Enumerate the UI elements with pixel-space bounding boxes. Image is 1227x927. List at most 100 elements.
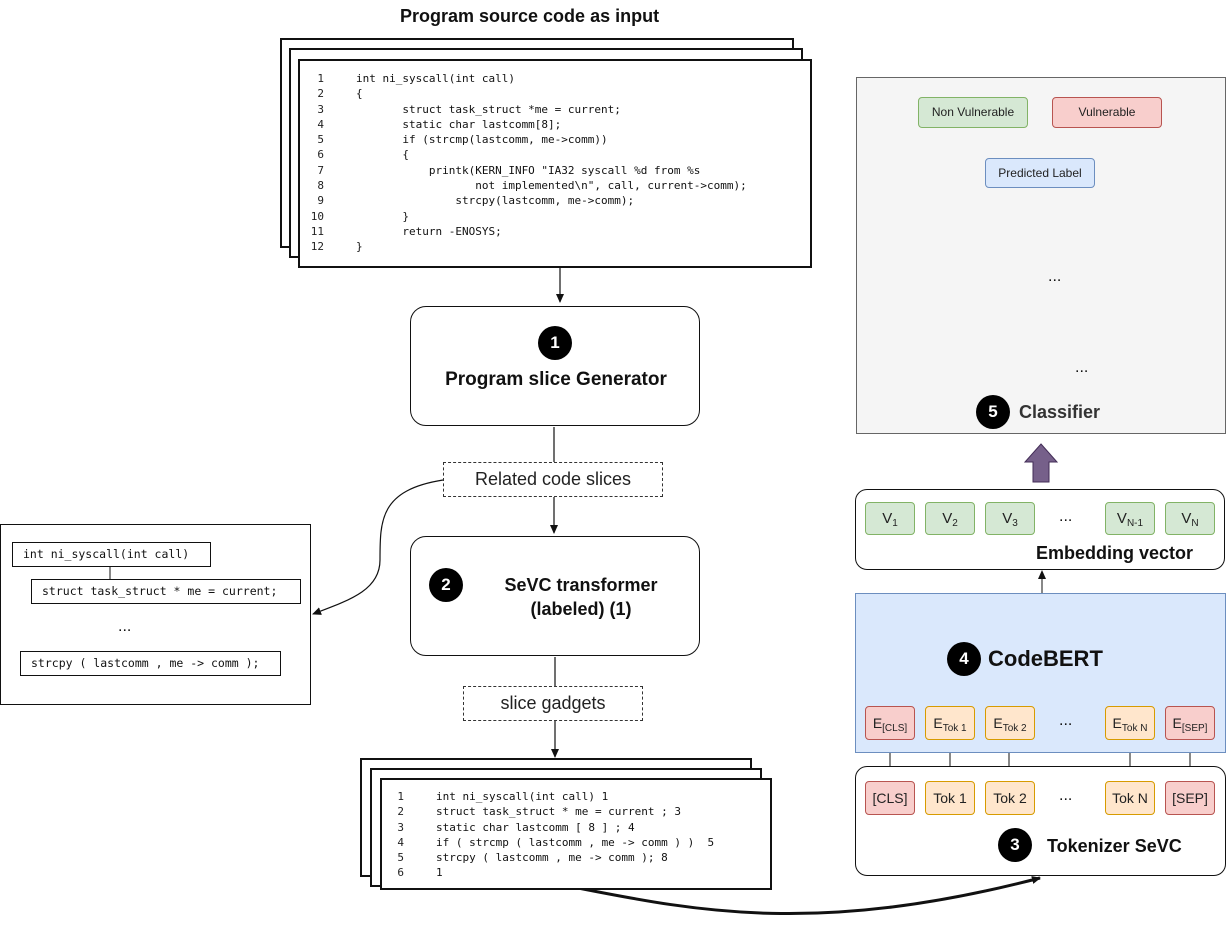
gadget-code-page: 1 int ni_syscall(int call) 1 2 struct task_… (380, 778, 772, 890)
code-text: static char lastcomm[8]; (356, 117, 562, 131)
slice-line-2: struct task_struct * me = current; (31, 579, 301, 604)
gadget-code-line: 1 int ni_syscall(int call) 1 (386, 789, 714, 804)
tokenizer-title: Tokenizer SeVC (1047, 836, 1182, 856)
embedding-tok1: ETok 1 (925, 706, 975, 740)
predicted-label-box: Predicted Label (985, 158, 1095, 188)
source-code-line: 12} (306, 239, 747, 254)
step-2-label-line2: (labeled) (1) (530, 599, 632, 619)
input-title: Program source code as input (400, 6, 660, 26)
code-text: struct task_struct * me = current ; 3 (436, 805, 682, 819)
code-text: strcpy ( lastcomm , me -> comm ); 8 (436, 851, 668, 865)
line-number: 5 (397, 851, 404, 865)
step-number-1: 1 (538, 326, 572, 360)
embedding-to-classifier-arrow (1023, 443, 1059, 483)
step-number-4: 4 (947, 642, 981, 676)
source-code-line: 8 not implemented\n", call, current->com… (306, 178, 746, 193)
source-code-line: 11 return -ENOSYS; (306, 224, 747, 239)
line-number: 1 (397, 790, 404, 803)
slice-line-1: int ni_syscall(int call) (12, 542, 211, 567)
vector-vn-1: VN-1 (1105, 502, 1155, 535)
code-text: } (356, 209, 409, 223)
code-text: strcpy(lastcomm, me->comm); (356, 194, 635, 208)
token-tok1: Tok 1 (925, 781, 975, 815)
code-text: return -ENOSYS; (356, 224, 502, 238)
arrow-gadget-to-tokenizer (577, 876, 1041, 916)
slice-gadgets-label: slice gadgets (463, 686, 643, 721)
source-code-line: 1 int ni_syscall(int call) (306, 71, 747, 86)
source-code-line: 4 static char lastcomm[8]; (306, 117, 747, 132)
line-number: 1 (317, 72, 324, 85)
slice-ellipsis: ... (118, 618, 132, 635)
source-code-line: 3 struct task_struct *me = current; (306, 102, 747, 117)
codebert-title: CodeBERT (988, 646, 1103, 671)
source-code-line: 5 if (strcmp(lastcomm, me->comm)) (306, 132, 747, 147)
line-number: 5 (317, 133, 324, 147)
sevc-transformer: 2 SeVC transformer (labeled) (1) (410, 536, 700, 656)
embedding-cls: E[CLS] (865, 706, 915, 740)
slice-panel (0, 524, 311, 705)
line-number: 9 (317, 194, 324, 208)
classifier-title: Classifier (1019, 402, 1101, 422)
source-code-line: 2{ (306, 86, 747, 101)
classifier-panel (856, 77, 1226, 434)
token-ellipsis: ... (1059, 787, 1073, 804)
non-vulnerable-label: Non Vulnerable (918, 97, 1028, 128)
code-text: 1 (436, 866, 443, 880)
embedding-tokn: ETok N (1105, 706, 1155, 740)
line-number: 3 (317, 102, 324, 116)
slice-line-3: strcpy ( lastcomm , me -> comm ); (20, 651, 281, 676)
line-number: 6 (397, 866, 404, 880)
related-code-slices-label: Related code slices (443, 462, 663, 497)
step-2-label-line1: SeVC transformer (504, 575, 658, 595)
source-code-line: 7 printk(KERN_INFO "IA32 syscall %d from… (306, 163, 747, 178)
embedding-tok2: ETok 2 (985, 706, 1035, 740)
step-number-2: 2 (429, 568, 463, 602)
code-text: static char lastcomm [ 8 ] ; 4 (436, 820, 635, 834)
step-1-label: Program slice Generator (445, 369, 667, 390)
embedding-sep: E[SEP] (1165, 706, 1215, 740)
code-text: { (356, 148, 409, 162)
token-cls: [CLS] (865, 781, 915, 815)
source-code-line: 10 } (306, 209, 747, 224)
gadget-code-line: 2 struct task_struct * me = current ; 3 (386, 804, 714, 819)
code-text: printk(KERN_INFO "IA32 syscall %d from %… (356, 163, 701, 177)
line-number: 2 (397, 805, 404, 819)
hidden-layer-ellipsis: ... (1048, 268, 1062, 285)
program-slice-generator: 1 Program slice Generator (410, 306, 700, 426)
codebert-panel (855, 593, 1226, 753)
gadget-code-line: 3 static char lastcomm [ 8 ] ; 4 (386, 820, 714, 835)
gadget-code-line: 4 if ( strcmp ( lastcomm , me -> comm ) )… (386, 835, 714, 850)
code-text: if ( strcmp ( lastcomm , me -> comm ) ) … (436, 835, 715, 849)
vector-ellipsis: ... (1059, 508, 1073, 525)
step-number-3: 3 (998, 828, 1032, 862)
token-tok2: Tok 2 (985, 781, 1035, 815)
code-text: } (356, 240, 363, 254)
code-text: int ni_syscall(int call) 1 (436, 790, 609, 803)
line-number: 11 (310, 224, 324, 238)
source-code-line: 6 { (306, 147, 747, 162)
tokenizer-box (855, 766, 1226, 876)
gadget-code-line: 5 strcpy ( lastcomm , me -> comm ); 8 (386, 850, 714, 865)
arrow-slices-to-panel (312, 479, 444, 615)
source-code-line: 9 strcpy(lastcomm, me->comm); (306, 193, 747, 208)
vector-vn: VN (1165, 502, 1215, 535)
embedding-vector-title: Embedding vector (1036, 543, 1194, 563)
line-number: 7 (317, 163, 324, 177)
line-number: 4 (397, 835, 404, 849)
line-number: 12 (310, 240, 324, 254)
embedding-vector-box (855, 489, 1225, 570)
code-text: struct task_struct *me = current; (356, 102, 621, 116)
vector-v2: V2 (925, 502, 975, 535)
code-text: int ni_syscall(int call) (356, 72, 515, 85)
line-number: 2 (317, 87, 324, 101)
line-number: 10 (310, 209, 324, 223)
vector-v3: V3 (985, 502, 1035, 535)
line-number: 3 (397, 820, 404, 834)
gadget-code-block: 1 int ni_syscall(int call) 1 2 struct task_… (386, 789, 714, 881)
code-text: { (356, 87, 363, 101)
vector-v1: V1 (865, 502, 915, 535)
code-text: if (strcmp(lastcomm, me->comm)) (356, 133, 608, 147)
